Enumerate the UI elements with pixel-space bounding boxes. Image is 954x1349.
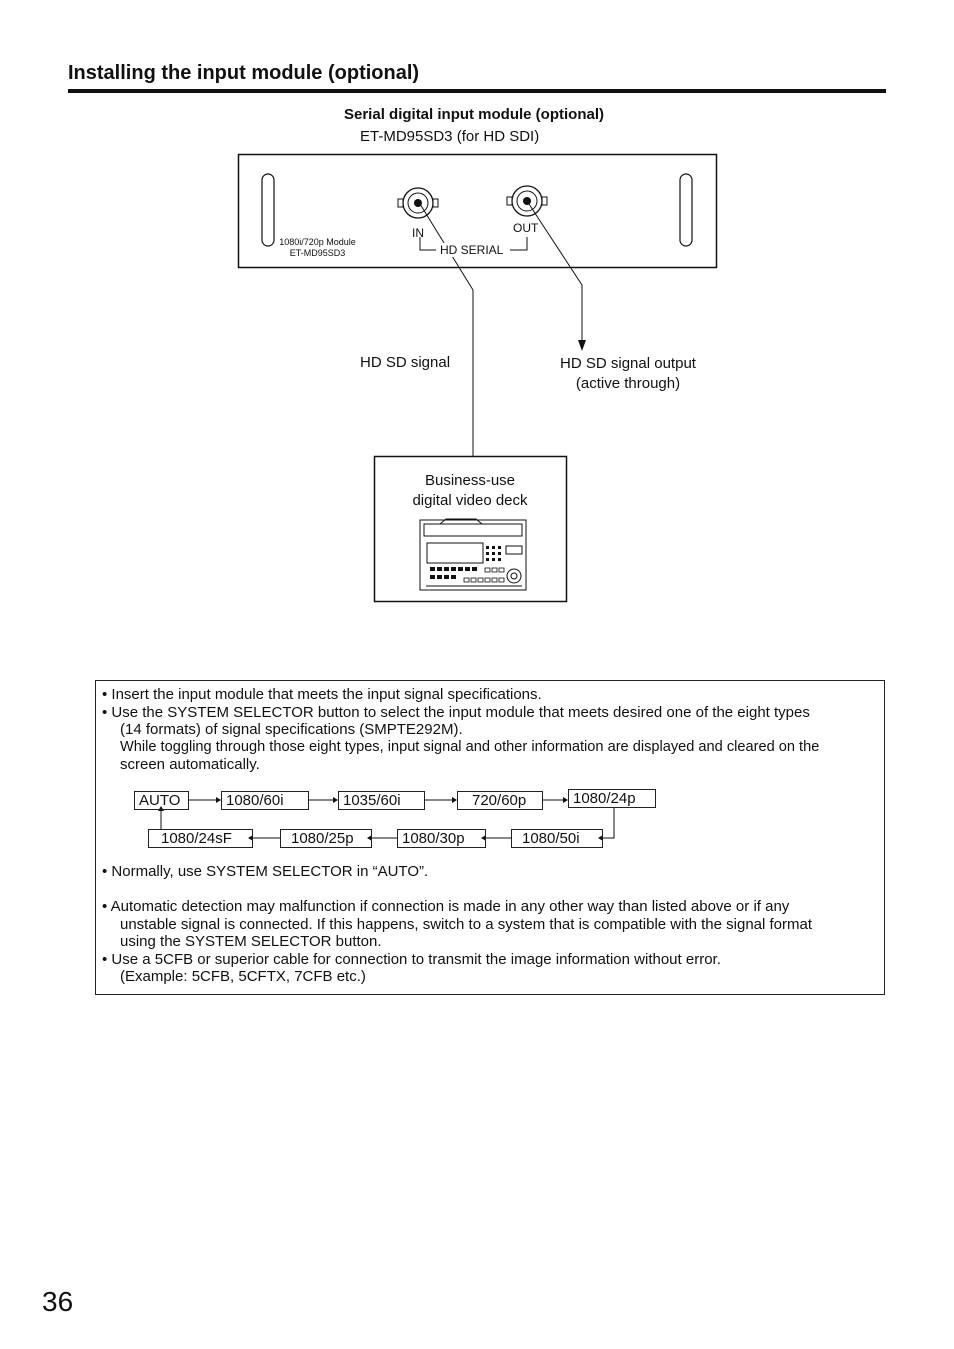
input-cable-line [419,203,474,457]
hd-serial-bracket-left [419,237,436,251]
note-bullet-2-line-2: (14 formats) of signal specifications (S… [120,721,463,738]
deck-label-line1: Business-use [424,472,516,489]
flow-1035-60i: 1035/60i [338,791,425,810]
deck-label-line2: digital video deck [412,492,528,509]
flow-1080-25p: 1080/25p [280,829,372,848]
note-bullet-5-line-1: • Use a 5CFB or superior cable for conne… [102,950,721,968]
module-heading: Serial digital input module (optional) [344,106,604,123]
flow-1080-60i: 1080/60i [221,791,309,810]
module-model: ET-MD95SD3 (for HD SDI) [360,128,540,145]
hd-serial-bracket-right [510,237,528,251]
bnc-out-connector [506,185,548,217]
note-bullet-2-line-1: • Use the SYSTEM SELECTOR button to sele… [102,703,810,721]
panel-label-line2: ET-MD95SD3 [289,248,346,258]
flow-1080-30p: 1080/30p [397,829,486,848]
note-bullet-2-line-4: screen automatically. [120,756,260,773]
flow-1080-24p: 1080/24p [568,789,656,808]
flow-1080-24sf: 1080/24sF [148,829,253,848]
left-handle [261,173,275,247]
hd-serial-label: HD SERIAL [440,243,504,257]
signal-out-label: HD SD signal output (active through) [548,354,708,394]
notes-top: • Insert the input module that meets the… [102,686,884,774]
right-handle [679,173,693,247]
format-flow-arrows [158,797,615,841]
notes-bottom: • Normally, use SYSTEM SELECTOR in “AUTO… [102,863,884,986]
title-rule [68,89,886,93]
flow-1080-50i: 1080/50i [511,829,603,848]
out-label: OUT [513,221,539,235]
output-arrow [578,340,586,351]
page-number: 36 [42,1286,74,1317]
module-panel [237,153,718,269]
flow-720-60p: 720/60p [457,791,543,810]
note-bullet-1: • Insert the input module that meets the… [102,686,542,703]
panel-label-line1: 1080i/720p Module [279,237,356,247]
note-bullet-5-line-2: (Example: 5CFB, 5CFTX, 7CFB etc.) [120,968,366,985]
signal-out-line1: HD SD signal output [560,355,696,372]
output-cable-line [526,200,583,342]
note-bullet-3: • Normally, use SYSTEM SELECTOR in “AUTO… [102,863,429,880]
note-bullet-4-line-1: • Automatic detection may malfunction if… [102,898,790,915]
note-bullet-4-line-2: unstable signal is connected. If this ha… [120,915,813,933]
flow-auto: AUTO [134,791,189,810]
deck-box [373,455,568,603]
deck-label: Business-use digital video deck [374,471,566,511]
connection-diagram [237,153,718,603]
signal-in-label: HD SD signal [360,354,451,371]
in-label: IN [412,226,424,240]
video-deck-icon [419,518,527,591]
note-bullet-4-line-3: using the SYSTEM SELECTOR button. [120,933,382,950]
note-bullet-2-line-3: While toggling through those eight types… [120,738,820,755]
notes-box [95,680,885,995]
signal-out-line2: (active through) [575,375,681,392]
section-title: Installing the input module (optional) [68,62,420,84]
panel-label: 1080i/720p Module ET-MD95SD3 [270,237,365,259]
bnc-in-connector [397,187,439,219]
